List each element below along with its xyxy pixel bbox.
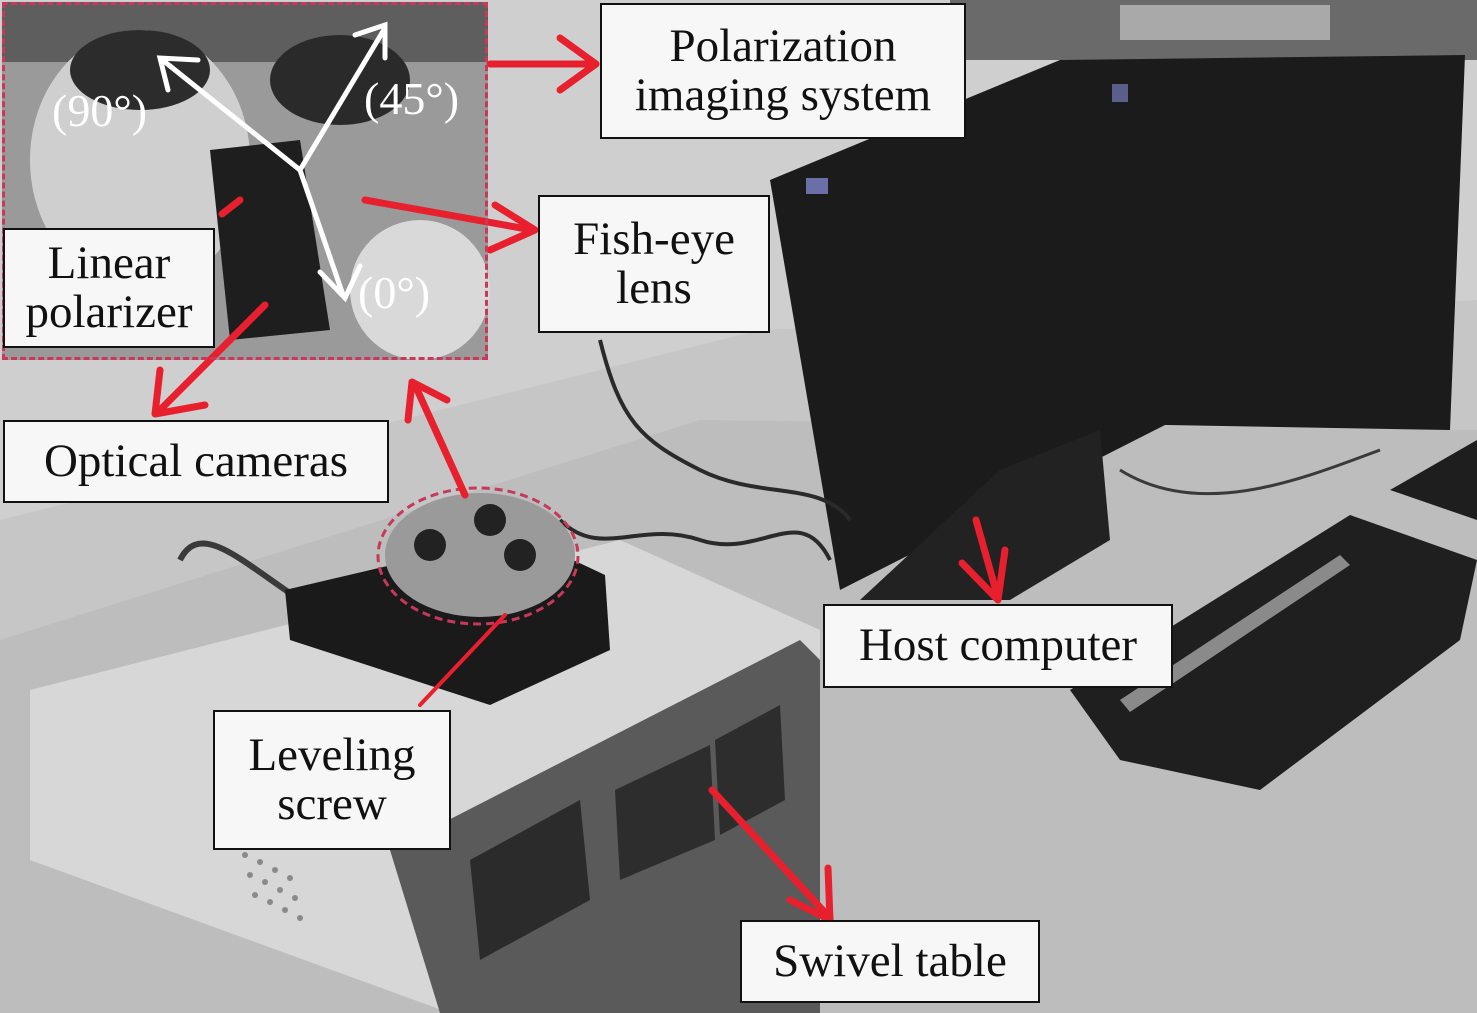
highlight-circle xyxy=(376,486,580,626)
arrow-leveling-screw xyxy=(418,613,507,707)
label-optical-cameras: Optical cameras xyxy=(3,420,389,503)
label-leveling-screw: Leveling screw xyxy=(213,710,451,850)
controller-display xyxy=(470,800,590,960)
label-line: Polarization xyxy=(669,19,897,72)
monitor-led xyxy=(806,178,828,194)
inset-camera-0 xyxy=(210,140,330,340)
arrow-fisheye xyxy=(361,196,536,234)
label-swivel-table: Swivel table xyxy=(740,920,1040,1003)
arrow-host-computer xyxy=(972,516,1002,602)
keyboard-strip xyxy=(1120,555,1350,712)
label-linear-polarizer: Linear polarizer xyxy=(3,228,215,348)
cable xyxy=(1119,448,1381,496)
camera xyxy=(504,539,536,571)
label-line: Host computer xyxy=(858,619,1138,672)
arrow-linear-polarizer xyxy=(218,196,244,218)
angle-45-label: (45°) xyxy=(364,73,460,124)
label-line: Swivel table xyxy=(773,934,1007,987)
polarizer-axes xyxy=(156,21,388,303)
controller-keypad-2 xyxy=(715,705,785,835)
edge-object xyxy=(1390,440,1477,520)
arrow-inset-link xyxy=(411,381,469,499)
camera xyxy=(474,504,506,536)
label-line: Optical cameras xyxy=(43,434,349,487)
monitor-led-2 xyxy=(1112,84,1128,102)
arrow-swivel-table xyxy=(708,786,834,922)
camera-plate xyxy=(385,493,575,617)
label-line: Fish-eye xyxy=(573,212,735,265)
label-polarization-imaging-system: Polarization imaging system xyxy=(600,3,966,139)
label-line: polarizer xyxy=(25,286,193,338)
angle-90-label: (90°) xyxy=(52,85,148,136)
label-host-computer: Host computer xyxy=(823,604,1173,688)
label-line: lens xyxy=(616,262,692,314)
inset-lens-right xyxy=(350,220,490,360)
inset-highlight-frame xyxy=(2,2,488,360)
label-line: Leveling xyxy=(248,728,416,781)
label-line: imaging system xyxy=(634,69,932,121)
inset-lens-left xyxy=(30,30,250,290)
label-line: screw xyxy=(277,778,387,830)
back-object xyxy=(1120,5,1330,40)
inset-camera-90 xyxy=(70,30,210,110)
cable xyxy=(177,540,302,603)
annotation-arrows xyxy=(151,34,1009,924)
cable xyxy=(558,518,832,561)
angle-0-label: (0°) xyxy=(358,267,431,318)
keyboard xyxy=(1070,515,1477,790)
inset-camera-45 xyxy=(270,35,410,125)
controller-keypad xyxy=(615,745,715,880)
monitor-stand xyxy=(860,430,1110,600)
monitor xyxy=(770,55,1465,590)
camera xyxy=(414,529,446,561)
vent-holes xyxy=(242,852,303,921)
label-line: Linear xyxy=(47,236,171,289)
label-fisheye-lens: Fish-eye lens xyxy=(538,195,770,333)
cable xyxy=(598,339,852,522)
